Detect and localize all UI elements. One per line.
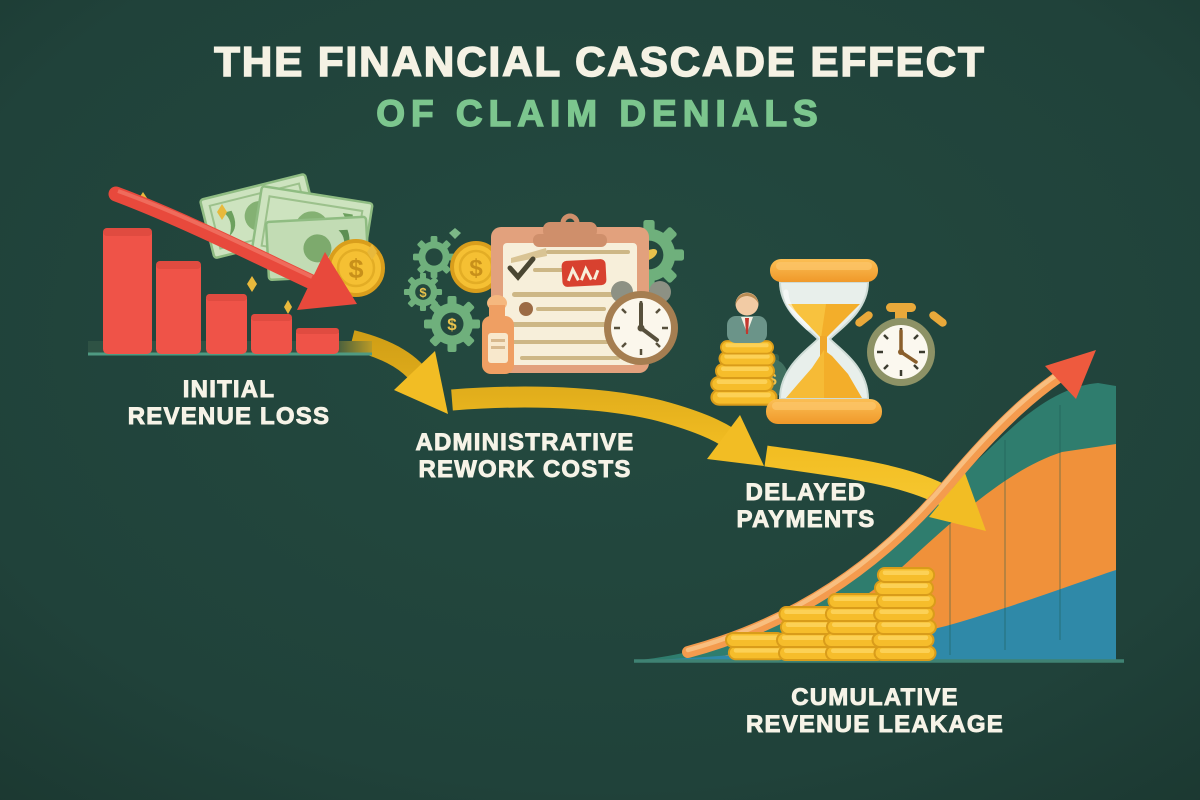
gear-dollar-symbol: $	[447, 315, 457, 334]
hourglass-icon	[766, 259, 882, 424]
cascade-arrowhead-3	[929, 473, 986, 531]
title-line-2: OF CLAIM DENIALS	[376, 93, 823, 134]
stopwatch-icon	[855, 303, 947, 386]
platform-gold-fade	[330, 341, 372, 354]
denied-stamp-icon	[561, 259, 607, 287]
hourglass-sand-top-highlight	[788, 304, 826, 338]
label-cumulative-revenue-leakage-line2: REVENUE LEAKAGE	[746, 711, 1004, 738]
cascade-arrowhead-2	[707, 415, 764, 466]
stage-administrative-rework-costs: $ $ $	[403, 213, 684, 374]
label-initial-revenue-loss-line2: REVENUE LOSS	[128, 403, 330, 430]
title-line-1: THE FINANCIAL CASCADE EFFECT	[214, 38, 986, 85]
hourglass-sand-bottom-highlight	[786, 350, 824, 398]
stamp-bottle-icon	[482, 295, 514, 374]
label-delayed-payments-line1: DELAYED	[746, 479, 867, 506]
coin-dollar-symbol: $	[469, 255, 483, 282]
coin-stack-icon	[710, 340, 778, 406]
person-waiting-icon	[727, 292, 767, 343]
declining-bar-chart-icon	[103, 228, 339, 354]
stage-initial-revenue-loss: $	[88, 173, 385, 356]
rising-area-chart-icon	[634, 383, 1124, 663]
cascade-arrowhead-1	[394, 351, 448, 414]
pen-stroke	[511, 248, 547, 263]
leaf-accent	[449, 228, 461, 239]
document-seal	[519, 302, 533, 316]
gear-dollar-symbol: $	[419, 285, 427, 300]
hourglass-sand-stream	[820, 336, 827, 364]
growth-arrow-icon	[682, 350, 1096, 658]
downward-trend-arrow-icon	[108, 186, 357, 310]
label-cumulative-revenue-leakage-line1: CUMULATIVE	[791, 684, 959, 711]
stage-delayed-payments: $	[710, 259, 947, 424]
person-hair	[735, 292, 759, 305]
stage-labels: INITIAL REVENUE LOSS ADMINISTRATIVE REWO…	[127, 376, 1004, 739]
label-administrative-rework-costs-line2: REWORK COSTS	[418, 456, 631, 483]
chart-gridlines	[949, 405, 1061, 655]
growth-arrowhead	[1045, 350, 1096, 399]
checkmark-icon	[507, 256, 536, 281]
label-administrative-rework-costs-line1: ADMINISTRATIVE	[415, 429, 634, 456]
cascade-arrow-segment-2	[451, 386, 747, 455]
area-blue	[656, 570, 1116, 660]
label-delayed-payments-line2: PAYMENTS	[737, 506, 876, 533]
cascade-arrow	[349, 330, 986, 531]
alarm-clock-icon	[604, 281, 678, 365]
label-initial-revenue-loss-line1: INITIAL	[183, 376, 275, 403]
coin-dollar-symbol: $	[348, 254, 363, 284]
